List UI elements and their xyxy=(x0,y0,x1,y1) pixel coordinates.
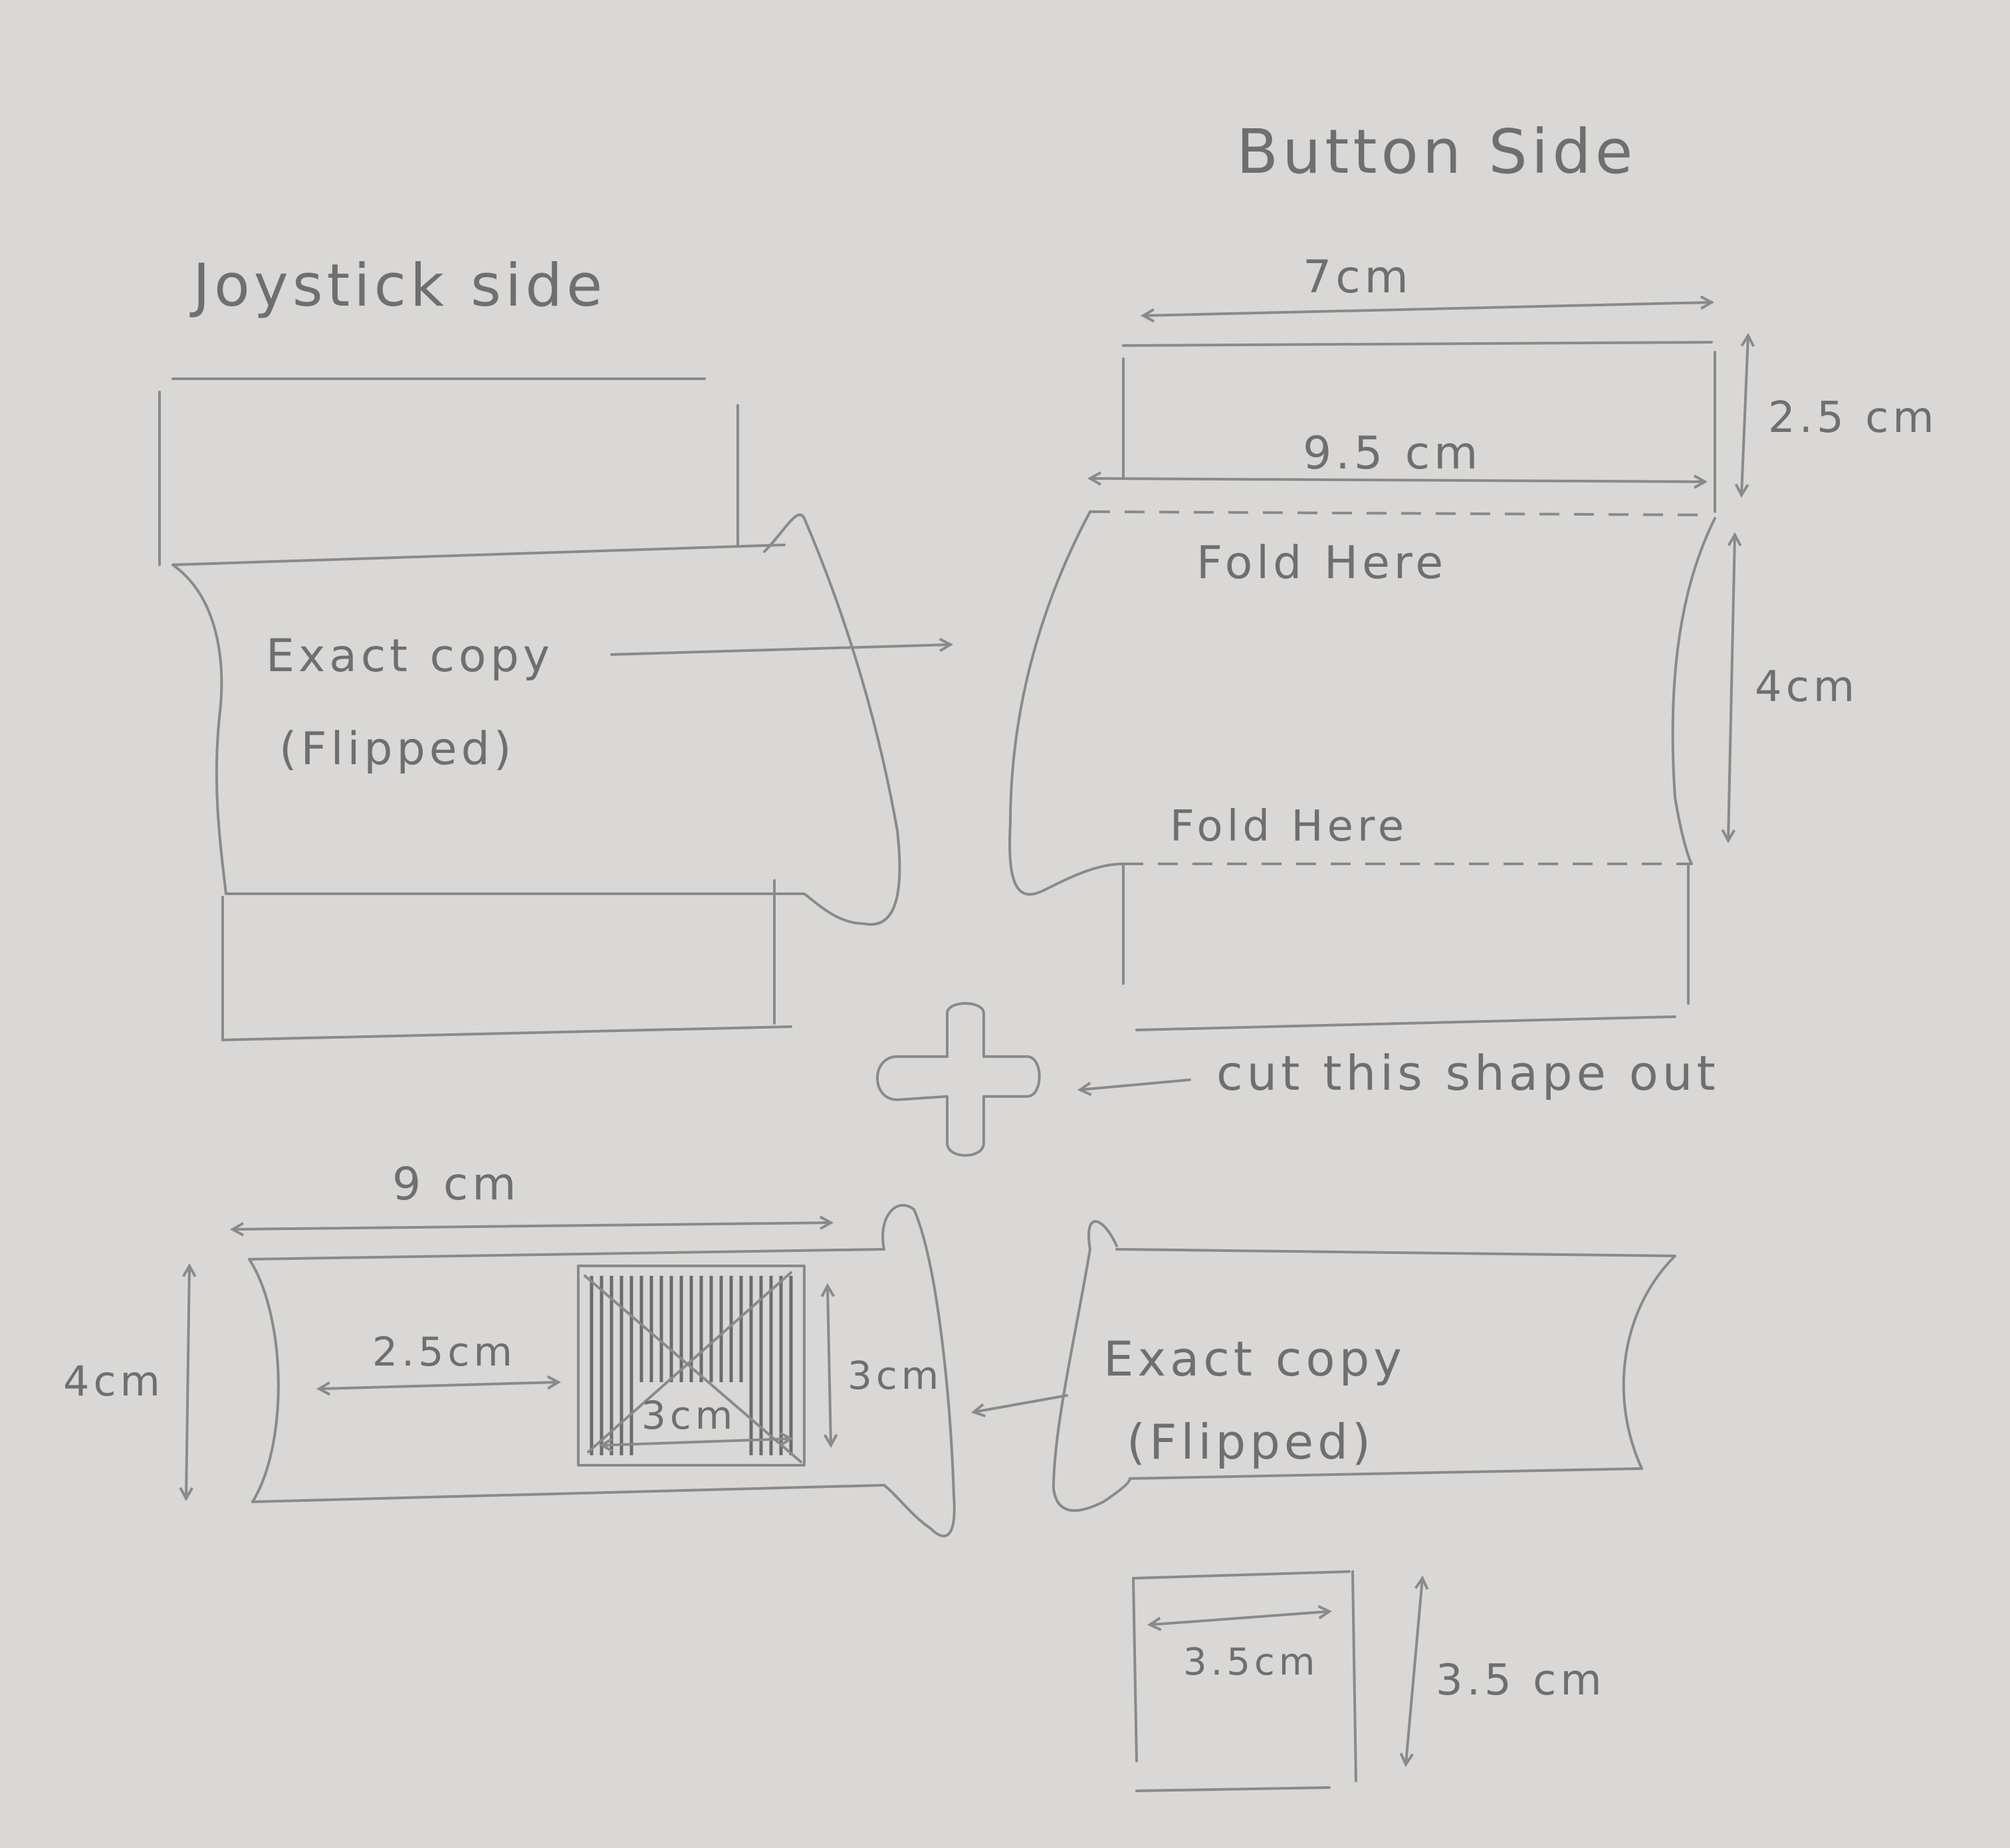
dimension-arrow-2-5cm xyxy=(1741,336,1748,495)
dimension-3cm-width: 3cm xyxy=(641,1393,736,1438)
button-side-title: Button Side xyxy=(1236,116,1636,187)
flipped-label-top: (Flipped) xyxy=(279,723,515,775)
dimension-3cm-height: 3cm xyxy=(847,1353,943,1398)
dimension-arrow-3-5cm-height xyxy=(1406,1578,1422,1764)
dimension-arrow-3cm-width xyxy=(602,1439,791,1445)
dimension-4cm-right: 4cm xyxy=(1755,663,1858,712)
plus-cutout-shape xyxy=(876,1002,1041,1157)
dimension-arrow-7cm xyxy=(1143,302,1712,316)
exact-copy-label-top: Exact copy xyxy=(266,630,554,682)
copy-arrow-top xyxy=(610,645,950,656)
button-tube-template xyxy=(1052,1220,1676,1512)
exact-copy-label-bottom: Exact copy xyxy=(1103,1331,1406,1387)
dimension-9cm: 9 cm xyxy=(392,1158,520,1211)
dimension-3-5cm-height: 3.5 cm xyxy=(1436,1656,1606,1705)
dimension-arrow-2-5cm-offset xyxy=(319,1382,558,1389)
fold-here-label-top: Fold Here xyxy=(1196,537,1447,589)
dimension-arrow-3cm-height xyxy=(828,1286,831,1445)
dimension-9-5cm: 9.5 cm xyxy=(1303,427,1482,480)
dimension-4cm-left: 4cm xyxy=(63,1357,164,1405)
cut-shape-label: cut this shape out xyxy=(1216,1045,1720,1101)
copy-arrow-bottom xyxy=(974,1394,1068,1412)
dimension-arrow-9-5cm xyxy=(1090,478,1705,482)
joystick-tube-template xyxy=(248,1203,956,1538)
joystick-side-title: Joystick side xyxy=(189,251,606,320)
cut-arrow xyxy=(1080,1078,1191,1090)
dimension-arrow-4cm-left xyxy=(186,1266,189,1498)
dimension-3-5cm-width: 3.5cm xyxy=(1183,1641,1319,1684)
dimension-arrow-9cm xyxy=(233,1223,831,1229)
button-side-template xyxy=(1008,341,1716,1031)
dimension-2-5cm-offset: 2.5cm xyxy=(372,1329,516,1376)
dimension-2-5cm: 2.5 cm xyxy=(1768,393,1938,443)
joystick-hole-cutout xyxy=(577,1265,806,1467)
square-piece-template xyxy=(1132,1570,1357,1792)
dimension-arrow-3-5cm-width xyxy=(1150,1611,1329,1625)
fold-here-label-bottom: Fold Here xyxy=(1170,802,1408,851)
dimension-arrow-4cm-right xyxy=(1728,535,1735,841)
dimension-7cm: 7cm xyxy=(1303,251,1412,304)
joystick-side-template xyxy=(158,377,901,1041)
flipped-label-bottom: (Flipped) xyxy=(1127,1414,1375,1470)
